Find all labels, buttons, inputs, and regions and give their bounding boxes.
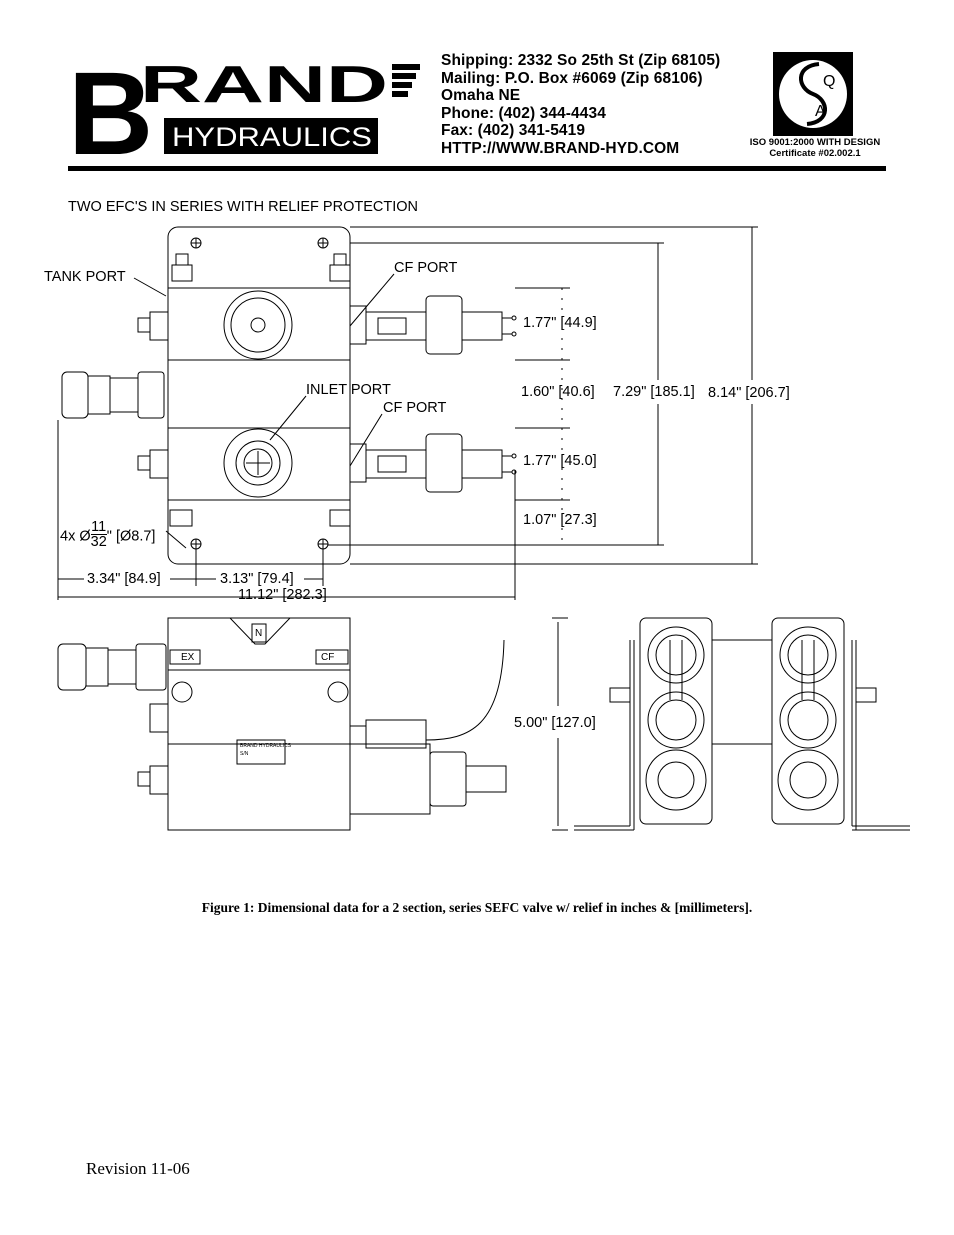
cf-port-top-leader xyxy=(349,273,395,327)
hole-prefix: 4x Ø xyxy=(60,528,91,545)
top-view-valve xyxy=(61,226,517,565)
cf-port-mid-label: CF PORT xyxy=(383,400,447,416)
dim-1-07: 1.07" [27.3] xyxy=(523,512,597,528)
qa-seal: Q A xyxy=(773,52,853,136)
iso-line-1: ISO 9001:2000 WITH DESIGN xyxy=(749,137,881,148)
fax-line: Fax: (402) 341-5419 xyxy=(441,122,586,139)
figure-caption: Figure 1: Dimensional data for a 2 secti… xyxy=(201,900,753,915)
tank-port-leader xyxy=(133,277,167,297)
dim-3-34: 3.34" [84.9] xyxy=(87,571,161,587)
phone-line: Phone: (402) 344-4434 xyxy=(441,104,606,122)
dim-1-77-a: 1.77" [44.9] xyxy=(523,315,597,331)
iso-certification: ISO 9001:2000 WITH DESIGN Certificate #0… xyxy=(745,137,885,159)
dim-5-00: 5.00" [127.0] xyxy=(514,715,596,731)
inlet-port-label: INLET PORT xyxy=(306,382,391,398)
side-view-valve xyxy=(57,617,507,831)
address-block: Shipping: 2332 So 25th St (Zip 68105) Ma… xyxy=(441,52,720,157)
cf-port-marking: CF xyxy=(321,652,335,663)
cf-port-top-label: CF PORT xyxy=(394,260,458,276)
website-link[interactable]: HTTP://WWW.BRAND-HYD.COM xyxy=(441,139,680,157)
header-rule xyxy=(68,166,886,171)
hole-leader xyxy=(165,530,187,549)
ex-port-marking: EX xyxy=(181,652,195,663)
svg-text:Q: Q xyxy=(823,73,835,90)
hole-numerator: 11 xyxy=(90,519,107,535)
logo-hydraulics: HYDRAULICS xyxy=(172,122,372,152)
nameplate-sn: S/N xyxy=(240,751,249,757)
dim-8-14: 8.14" [206.7] xyxy=(708,385,790,401)
iso-line-2: Certificate #02.002.1 xyxy=(769,148,861,159)
shipping-line: Shipping: 2332 So 25th St (Zip 68105) xyxy=(441,52,721,69)
logo-brand-rest: RAND xyxy=(140,58,388,114)
mailing-line: Mailing: P.O. Box #6069 (Zip 68106) xyxy=(441,69,703,87)
cf-port-mid-leader xyxy=(349,413,383,467)
hole-suffix: " [Ø8.7] xyxy=(106,528,156,545)
dim-1-77-b: 1.77" [45.0] xyxy=(523,453,597,469)
revision-label: Revision 11-06 xyxy=(86,1159,190,1178)
dim-3-13: 3.13" [79.4] xyxy=(220,571,294,587)
dim-11-12: 11.12" [282.3] xyxy=(238,587,327,603)
city-line: Omaha NE xyxy=(441,87,521,104)
end-view-valve xyxy=(574,617,910,831)
hole-denominator: 32 xyxy=(90,534,107,550)
svg-text:A: A xyxy=(815,103,826,120)
nameplate-brand: BRAND HYDRAULICS xyxy=(240,743,292,749)
nameplate: BRAND HYDRAULICS S/N xyxy=(240,742,291,758)
brand-logo: B RAND HYDRAULICS xyxy=(68,48,424,180)
dim-7-29: 7.29" [185.1] xyxy=(613,384,695,400)
drawing-title: TWO EFC'S IN SERIES WITH RELIEF PROTECTI… xyxy=(68,199,418,215)
dim-1-60: 1.60" [40.6] xyxy=(521,384,595,400)
mounting-holes xyxy=(190,237,329,550)
n-marking: N xyxy=(255,628,263,639)
inlet-port-leader xyxy=(269,395,307,441)
tank-port-label: TANK PORT xyxy=(44,269,126,285)
